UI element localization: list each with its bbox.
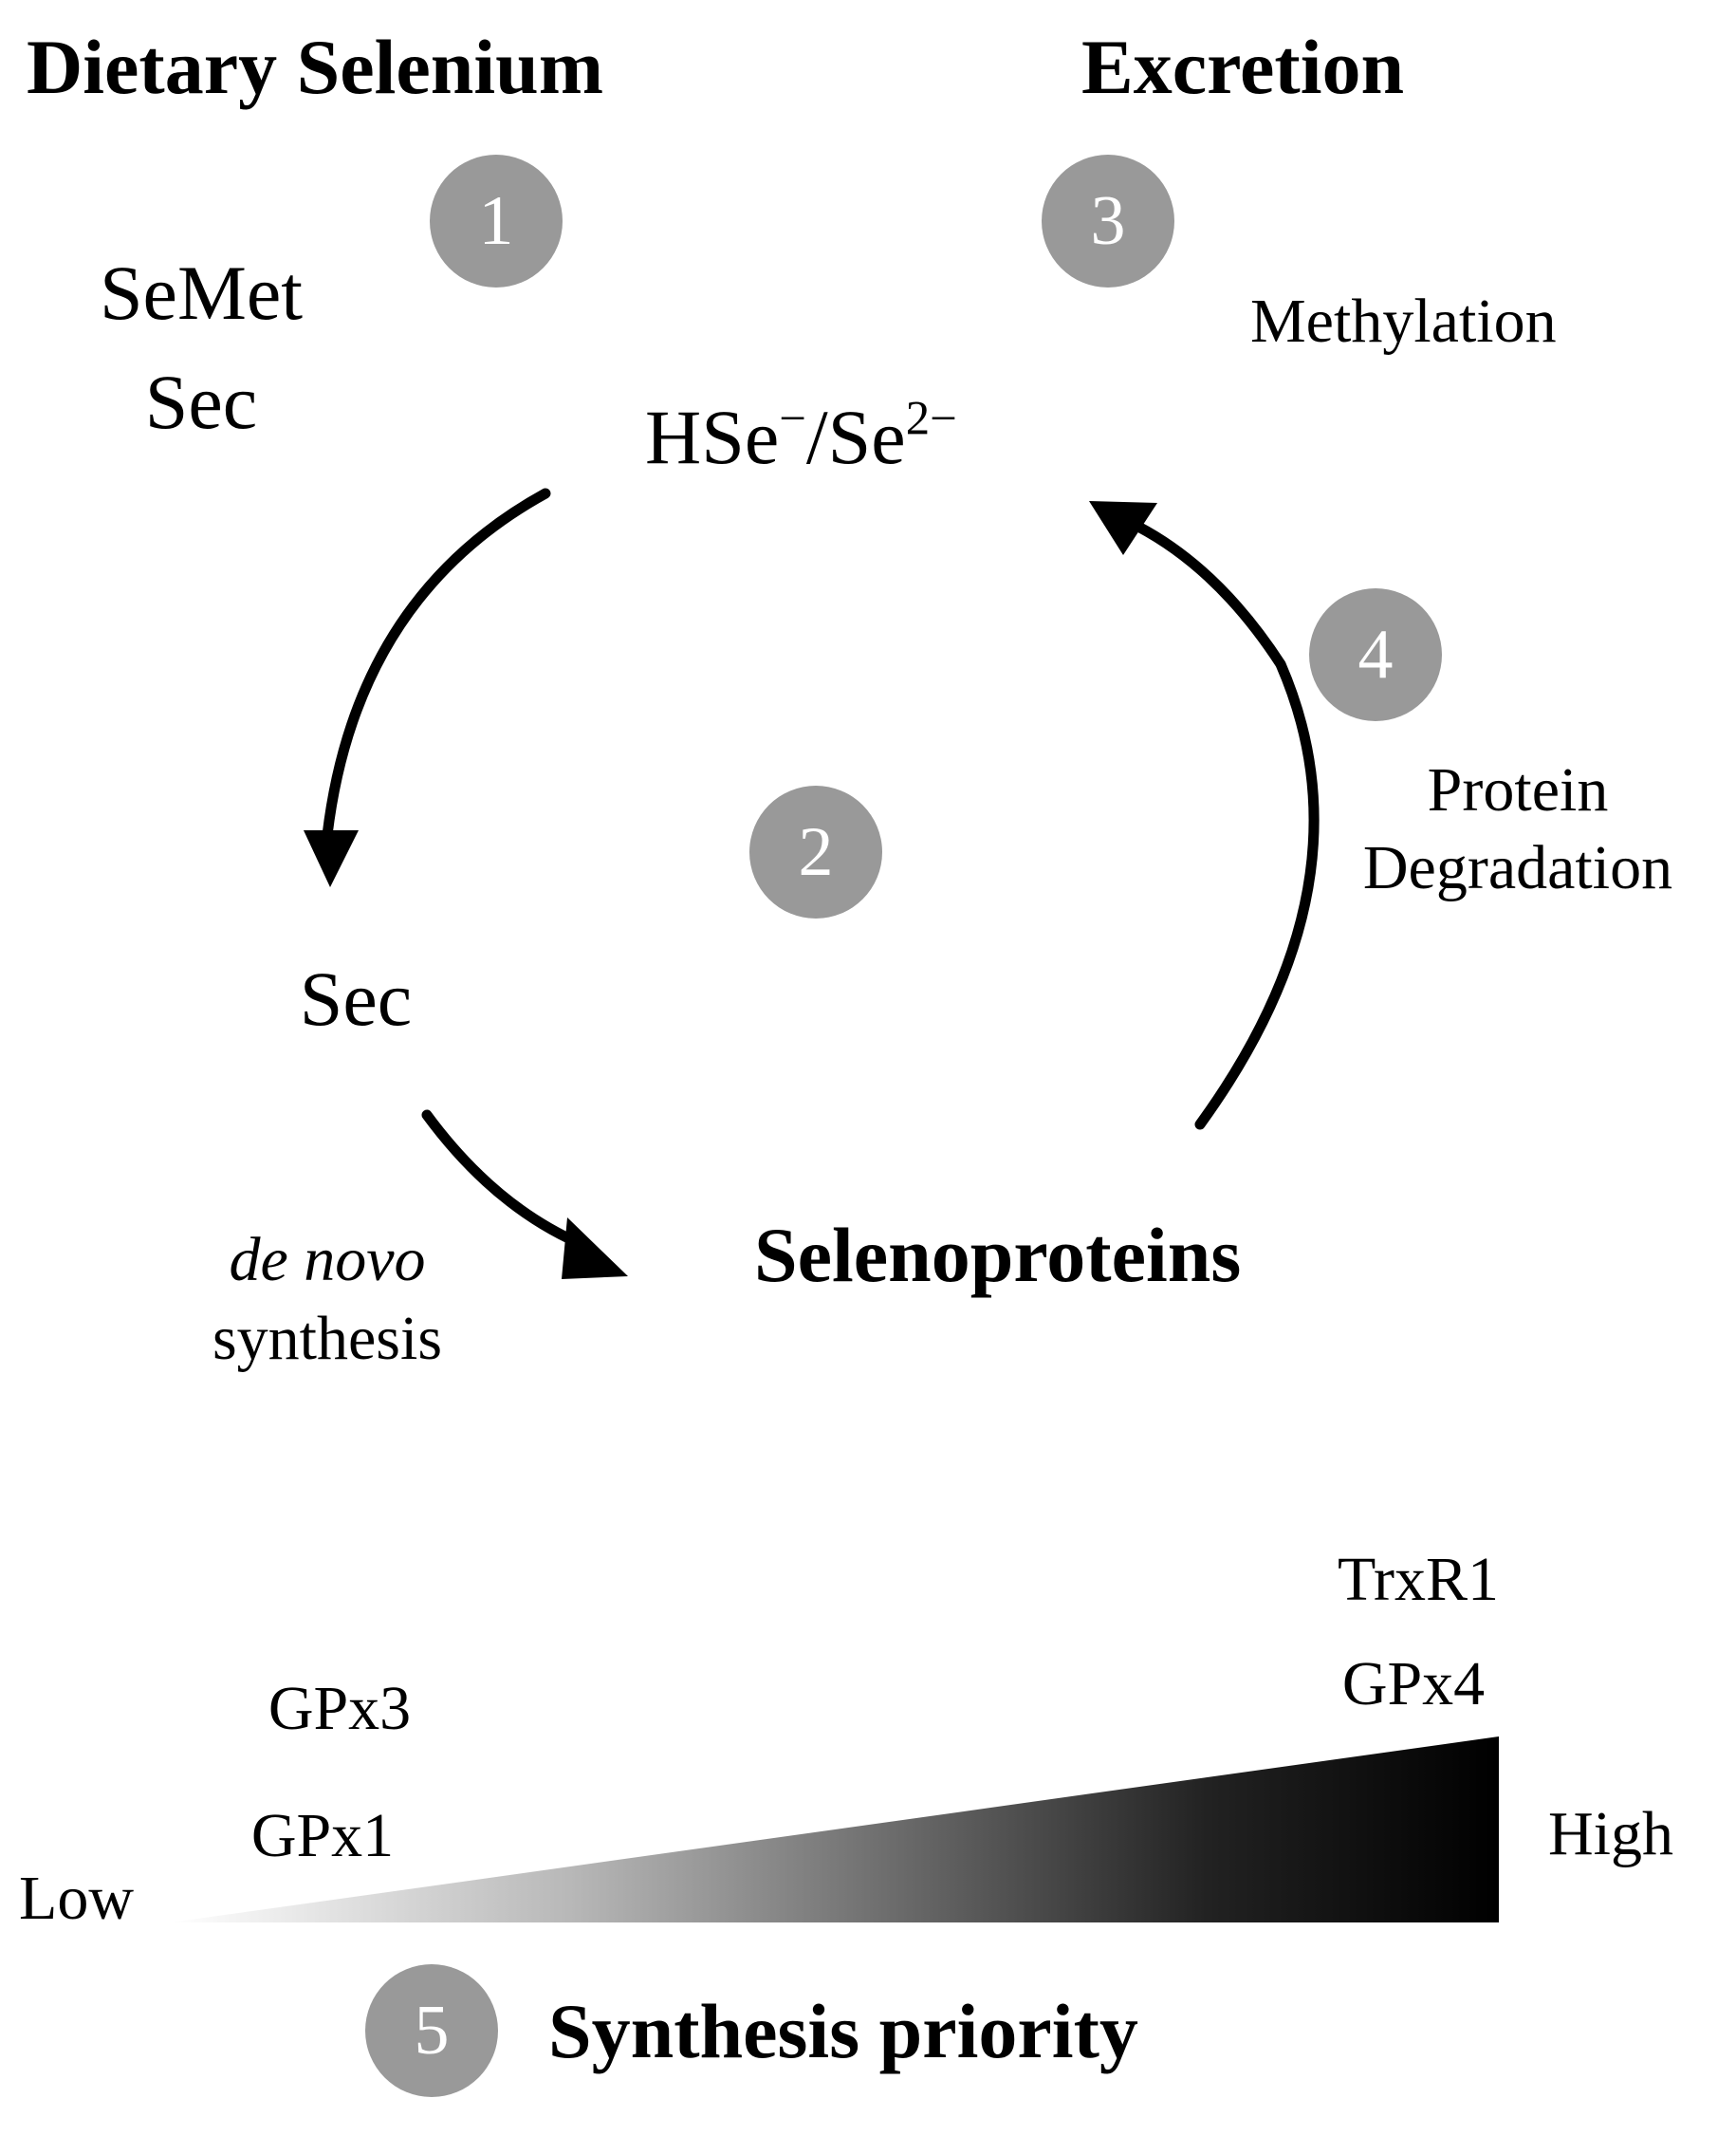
selenide-main: HSe xyxy=(645,394,780,480)
selenide-separator: /Se xyxy=(805,394,906,480)
high-label: High xyxy=(1548,1799,1673,1868)
arrow-degradation-to-selenide xyxy=(1133,521,1320,1130)
low-label: Low xyxy=(19,1864,134,1933)
gpx3-label: GPx3 xyxy=(268,1674,412,1743)
arrow-sec-to-selenoproteins xyxy=(421,1109,584,1249)
step-badge-2: 2 xyxy=(749,786,882,919)
gpx4-label: GPx4 xyxy=(1341,1649,1486,1718)
de-novo-label: de novo xyxy=(229,1225,426,1294)
dietary-selenium-heading: Dietary Selenium xyxy=(27,24,604,110)
step-badge-3: 3 xyxy=(1042,155,1174,288)
synthesis-priority-ramp xyxy=(171,1736,1499,1922)
semet-label: SeMet xyxy=(99,250,304,336)
sec-label: Sec xyxy=(299,956,413,1042)
trxr1-label: TrxR1 xyxy=(1338,1545,1499,1614)
selenide-charge-2: 2− xyxy=(905,391,957,445)
methylation-label: Methylation xyxy=(1250,287,1557,356)
step-badge-5: 5 xyxy=(365,1964,498,2097)
excretion-heading: Excretion xyxy=(1081,24,1405,110)
protein-label: Protein xyxy=(1427,755,1609,825)
step-badge-1: 1 xyxy=(430,155,563,288)
arrowhead-to-selenoproteins xyxy=(562,1217,628,1279)
selenide-label: HSe−/Se2− xyxy=(645,394,957,476)
arrowhead-to-sec xyxy=(304,830,359,887)
sec-dietary-label: Sec xyxy=(144,359,258,445)
selenide-charge-1: − xyxy=(779,391,806,445)
synthesis-priority-heading: Synthesis priority xyxy=(548,1988,1138,2074)
degradation-label: Degradation xyxy=(1362,833,1673,902)
priority-gradient-wedge xyxy=(171,1736,1499,1922)
synthesis-label: synthesis xyxy=(212,1304,443,1373)
gpx1-label: GPx1 xyxy=(250,1801,395,1870)
selenoproteins-heading: Selenoproteins xyxy=(754,1212,1242,1298)
step-badge-4: 4 xyxy=(1309,588,1442,721)
arrowhead-to-selenide xyxy=(1089,501,1157,555)
arrow-selenide-to-sec xyxy=(322,488,551,841)
